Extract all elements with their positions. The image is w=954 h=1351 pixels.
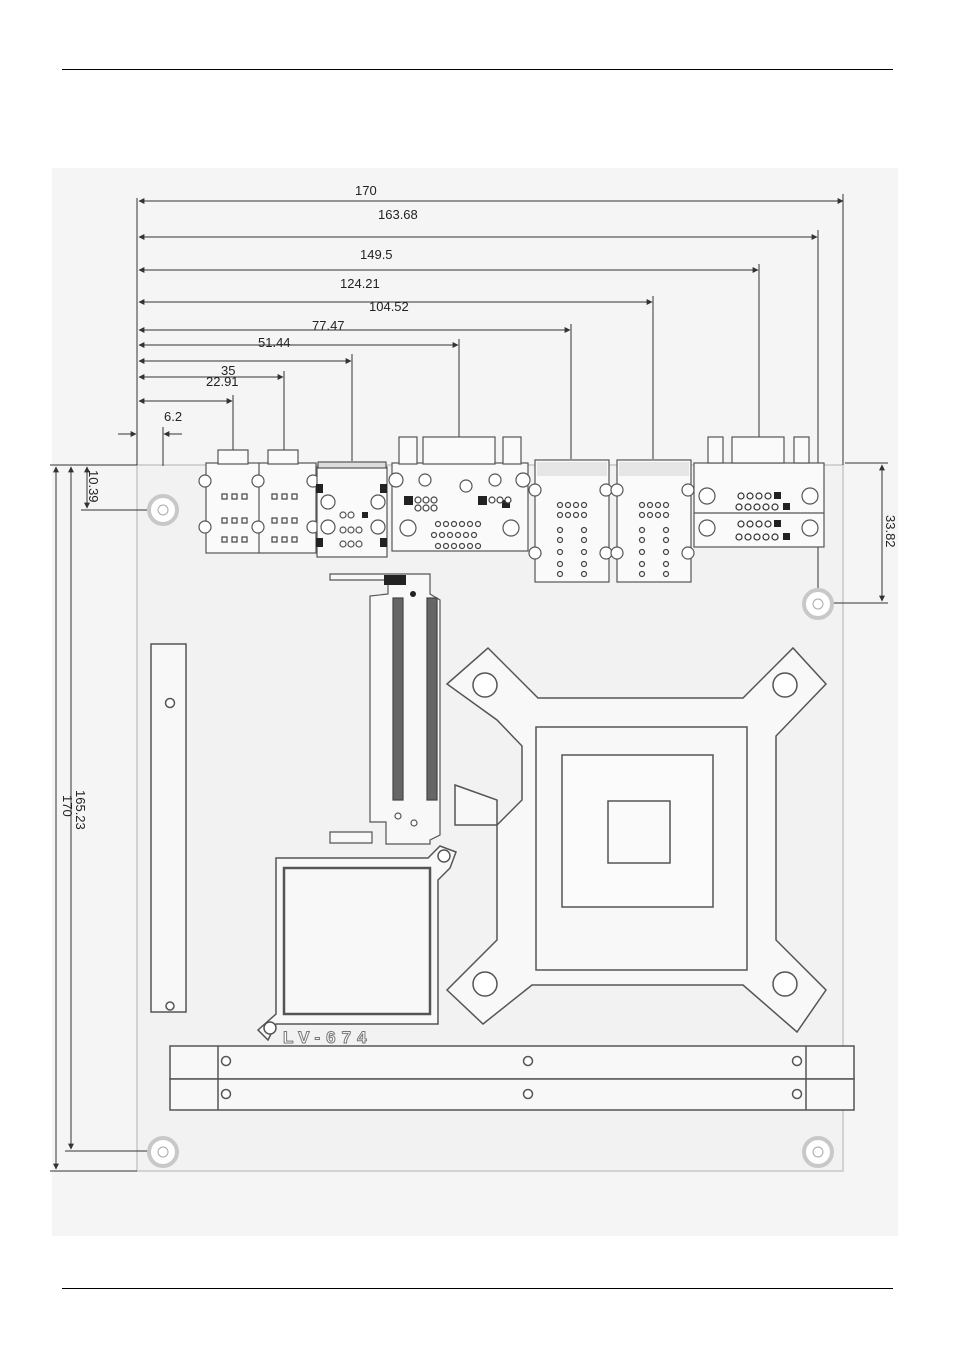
label-124-21: 124.21 xyxy=(340,276,380,291)
horizontal-dimension-labels: 170 163.68 149.5 124.21 104.52 77.47 51.… xyxy=(164,183,418,424)
expansion-slot xyxy=(329,573,441,845)
mounting-hole-top-right xyxy=(802,588,834,620)
chipset-heatsink: LV-674 xyxy=(256,845,457,1048)
mounting-hole-bottom-right xyxy=(802,1136,834,1168)
label-104-52: 104.52 xyxy=(369,299,409,314)
mounting-holes xyxy=(147,494,834,1168)
label-51-44: 51.44 xyxy=(258,335,291,350)
cpu-bracket xyxy=(445,646,828,1034)
usb-connector-block xyxy=(198,449,320,554)
serial-connector xyxy=(693,436,825,548)
mounting-hole-bottom-left xyxy=(147,1136,179,1168)
left-vertical-slot xyxy=(150,643,187,1013)
memory-slot-2 xyxy=(169,1078,855,1111)
label-163-68: 163.68 xyxy=(378,207,418,222)
label-35: 35 xyxy=(221,363,235,378)
label-6-2: 6.2 xyxy=(164,409,182,424)
lan-usb-connector-1 xyxy=(528,459,613,583)
vertical-dimension-labels: 170 165.23 10.39 33.82 xyxy=(60,470,898,830)
label-10-39: 10.39 xyxy=(86,470,101,503)
board-model-label: LV-674 xyxy=(283,1028,373,1047)
display-connector-small xyxy=(316,461,388,558)
label-149-5: 149.5 xyxy=(360,247,393,262)
mounting-hole-top-left xyxy=(147,494,179,526)
lan-usb-connector-2 xyxy=(610,459,695,583)
rear-io-connectors xyxy=(198,436,825,583)
vertical-dimensions xyxy=(50,462,888,1172)
footer-rule xyxy=(62,1288,893,1289)
header-rule xyxy=(62,69,893,70)
memory-slot-1 xyxy=(169,1045,855,1080)
label-22-91: 22.91 xyxy=(206,374,239,389)
label-33-82: 33.82 xyxy=(883,515,898,548)
label-165-23: 165.23 xyxy=(73,790,88,830)
dvi-connector xyxy=(388,436,531,552)
label-77-47: 77.47 xyxy=(312,318,345,333)
memory-slots xyxy=(169,1045,855,1111)
label-170: 170 xyxy=(355,183,377,198)
label-170-vertical: 170 xyxy=(60,795,75,817)
